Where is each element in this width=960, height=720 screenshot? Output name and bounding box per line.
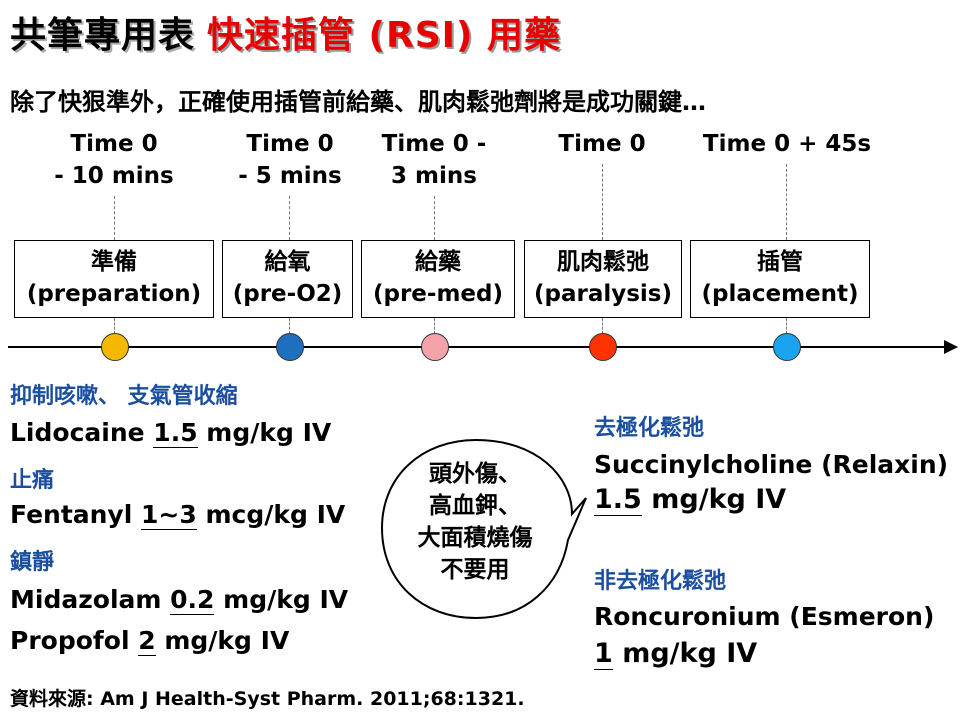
drug-dose: 1~3 [141,500,197,530]
title-plain: 共筆專用表 [10,15,196,56]
source-citation: 資料來源: Am J Health-Syst Pharm. 2011;68:13… [10,688,525,710]
drug-name: Propofol [10,626,139,655]
stage-en: (preparation) [26,281,202,307]
drug-midazolam: Midazolam 0.2 mg/kg IV [10,585,348,615]
timeline-dot-pre-o2 [276,333,304,361]
drug-succinylcholine: Succinylcholine (Relaxin) [594,450,949,479]
stage-en: (pre-med) [372,281,503,307]
guide-line-low-2 [289,318,290,334]
guide-line-low-3 [434,318,435,334]
drug-rocuronium-dose: 1 mg/kg IV [594,638,757,670]
timeline-dot-placement [773,333,801,361]
heading-depolarizing: 去極化鬆弛 [594,416,705,441]
guide-line-3 [434,196,435,240]
drug-fentanyl: Fentanyl 1~3 mcg/kg IV [10,500,345,530]
drug-unit: mg/kg IV [197,418,332,447]
drug-succinylcholine-dose: 1.5 mg/kg IV [594,484,786,516]
time-label-line1: Time 0 [558,131,646,157]
guide-line-4 [602,164,603,240]
time-label-line1: Time 0 + 45s [702,131,872,157]
guide-line-2 [289,196,290,240]
bubble-line: 大面積燒傷 [417,525,533,551]
guide-line-5 [786,164,787,240]
drug-name: Fentanyl [10,500,142,529]
timeline-dot-paralysis [589,333,617,361]
timeline-arrowhead [944,340,958,354]
title-accent: 快速插管 (RSI) 用藥 [207,15,562,56]
time-label-line2: - 10 mins [54,163,174,189]
stage-box-preparation: 準備 (preparation) [14,240,214,318]
time-label-line1: Time 0 [70,131,158,157]
drug-lidocaine: Lidocaine 1.5 mg/kg IV [10,418,331,448]
guide-line-low-1 [114,318,115,334]
speech-bubble-text: 頭外傷、 高血鉀、 大面積燒傷 不要用 [394,458,556,586]
time-label-1: Time 0 - 10 mins [34,128,194,192]
time-label-line1: Time 0 - [381,131,487,157]
time-label-line1: Time 0 [246,131,334,157]
heading-sedation: 鎮靜 [10,550,55,575]
bubble-line: 高血鉀、 [429,493,521,519]
drug-name: Midazolam [10,585,171,614]
drug-dose: 2 [138,626,156,656]
bubble-line: 頭外傷、 [429,461,521,487]
bubble-line: 不要用 [440,557,510,583]
drug-propofol: Propofol 2 mg/kg IV [10,626,289,656]
drug-rocuronium: Roncuronium (Esmeron) [594,602,935,631]
timeline-dot-pre-med [421,333,449,361]
guide-line-low-5 [786,318,787,334]
time-label-2: Time 0 - 5 mins [210,128,370,192]
stage-box-pre-o2: 給氧 (pre-O2) [222,240,353,318]
timeline-dot-preparation [101,333,129,361]
stage-zh: 肌肉鬆弛 [557,249,649,275]
page-title: 共筆專用表快速插管 (RSI) 用藥 [10,6,561,58]
stage-zh: 給藥 [415,249,461,275]
drug-unit: mg/kg IV [214,585,349,614]
drug-unit: mg/kg IV [155,626,290,655]
time-label-3: Time 0 - 3 mins [354,128,514,192]
stage-zh: 插管 [757,249,803,275]
drug-unit: mg/kg IV [641,484,787,515]
heading-analgesia: 止痛 [10,468,55,493]
stage-en: (paralysis) [533,281,672,307]
drug-unit: mcg/kg IV [196,500,346,529]
speech-bubble-shape [380,438,587,620]
time-label-line2: 3 mins [391,163,477,189]
stage-box-placement: 插管 (placement) [690,240,870,318]
stage-zh: 給氧 [264,249,311,275]
drug-unit: mg/kg IV [612,638,758,669]
stage-zh: 準備 [91,249,137,275]
stage-box-pre-med: 給藥 (pre-med) [361,240,515,318]
heading-nondepolarizing: 非去極化鬆弛 [594,569,727,594]
timeline-axis [8,346,950,348]
drug-dose: 1.5 [594,484,642,516]
time-label-5: Time 0 + 45s [692,128,882,160]
drug-name: Lidocaine [10,418,154,447]
time-label-line2: - 5 mins [238,163,342,189]
drug-dose: 1 [594,638,613,670]
heading-antitussive: 抑制咳嗽、 支氣管收縮 [10,384,238,409]
time-label-4: Time 0 [522,128,682,160]
subtitle: 除了快狠準外，正確使用插管前給藥、肌肉鬆弛劑將是成功關鍵… [10,88,706,116]
stage-en: (placement) [701,281,859,307]
drug-dose: 0.2 [170,585,215,615]
drug-dose: 1.5 [153,418,198,448]
stage-box-paralysis: 肌肉鬆弛 (paralysis) [524,240,682,318]
guide-line-low-4 [602,318,603,334]
stage-en: (pre-O2) [232,281,343,307]
guide-line-1 [114,196,115,240]
